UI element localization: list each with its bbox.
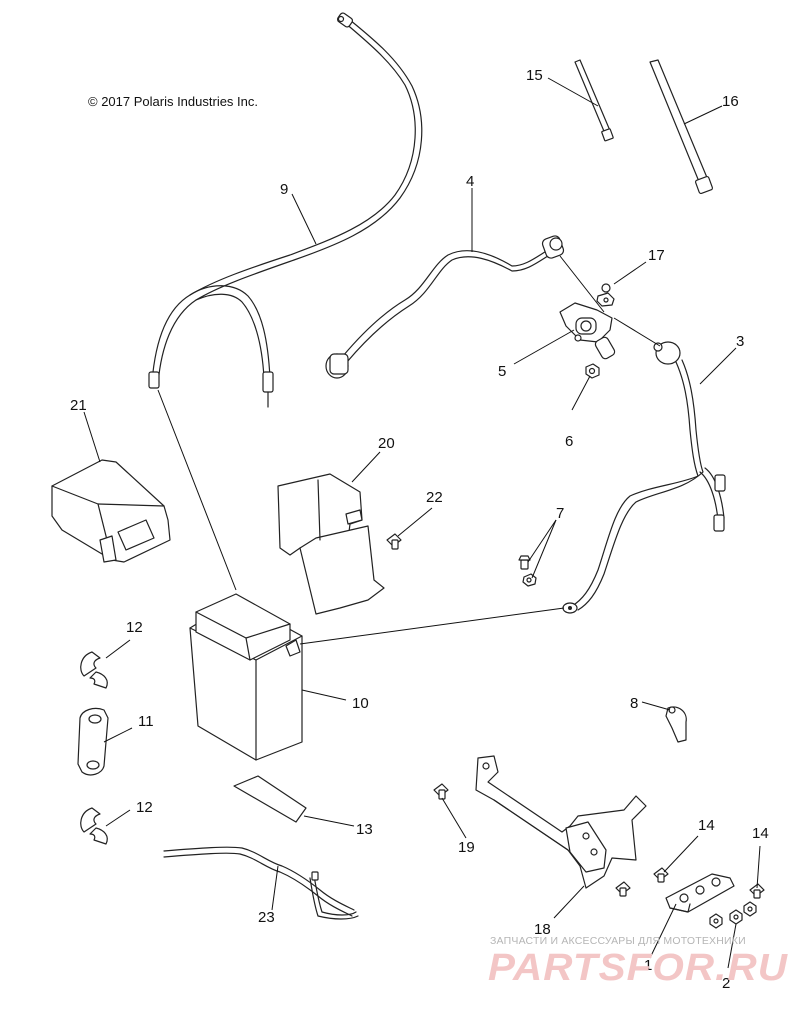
callout-8: 8 <box>630 695 638 712</box>
watermark: ЗАПЧАСТИ И АКСЕССУАРЫ ДЛЯ МОТОТЕХНИКИ PA… <box>488 935 789 989</box>
callout-7: 7 <box>556 505 564 522</box>
callout-11: 11 <box>138 713 154 730</box>
callout-1: 1 <box>644 957 652 974</box>
callout-16: 16 <box>722 93 739 110</box>
part-8-clamp <box>665 706 687 743</box>
watermark-logo: PARTSFOR.RU <box>488 947 789 989</box>
callout-labels: 1 2 3 4 5 6 7 8 9 10 11 12 12 13 14 14 1… <box>70 67 769 992</box>
part-17-nut <box>596 283 615 307</box>
part-12-clip-upper <box>80 651 108 689</box>
callout-2: 2 <box>722 975 730 992</box>
callout-23: 23 <box>258 909 275 926</box>
callout-12-upper: 12 <box>126 619 143 636</box>
copyright-notice: © 2017 Polaris Industries Inc. <box>88 94 258 109</box>
part-18-bracket <box>475 755 647 889</box>
part-2-nuts <box>709 901 757 929</box>
part-14-bolt-right <box>749 883 765 899</box>
part-12-clip-lower <box>80 807 108 845</box>
part-16-cable-tie <box>649 59 714 195</box>
callout-10: 10 <box>352 695 369 712</box>
callout-15: 15 <box>526 67 543 84</box>
part-15-cable-tie <box>574 59 614 142</box>
callout-4: 4 <box>466 173 474 190</box>
callout-22: 22 <box>426 489 443 506</box>
part-21-battery-cover <box>51 459 171 563</box>
callout-14-right: 14 <box>752 825 769 842</box>
callout-5: 5 <box>498 363 506 380</box>
callout-6: 6 <box>565 433 573 450</box>
callout-12-lower: 12 <box>136 799 153 816</box>
part-23-vent-tube <box>163 846 359 920</box>
callout-17: 17 <box>648 247 665 264</box>
callout-20: 20 <box>378 435 395 452</box>
part-20-battery-shield <box>277 473 385 615</box>
callout-21: 21 <box>70 397 87 414</box>
part-6-nut <box>585 363 600 379</box>
part-10-battery <box>189 593 303 761</box>
bolt-lower <box>615 881 631 897</box>
callout-18: 18 <box>534 921 551 938</box>
callout-13: 13 <box>356 821 373 838</box>
callout-9: 9 <box>280 181 288 198</box>
leader-lines <box>83 77 761 969</box>
part-22-bolt <box>386 533 402 550</box>
part-19-bolt <box>433 783 449 800</box>
part-7-bolt-and-nut <box>518 555 537 587</box>
part-11-hold-down <box>77 707 109 776</box>
part-13-pad <box>233 775 307 823</box>
part-1-terminal-block <box>665 873 735 913</box>
callout-3: 3 <box>736 333 744 350</box>
part-9-negative-cable <box>148 12 423 408</box>
part-4-starter-cable <box>325 235 565 379</box>
part-5-solenoid <box>559 302 616 360</box>
callout-19: 19 <box>458 839 475 856</box>
watermark-tagline: ЗАПЧАСТИ И АКСЕССУАРЫ ДЛЯ МОТОТЕХНИКИ <box>490 935 746 947</box>
callout-14-left: 14 <box>698 817 715 834</box>
part-3-positive-cable <box>562 341 726 614</box>
